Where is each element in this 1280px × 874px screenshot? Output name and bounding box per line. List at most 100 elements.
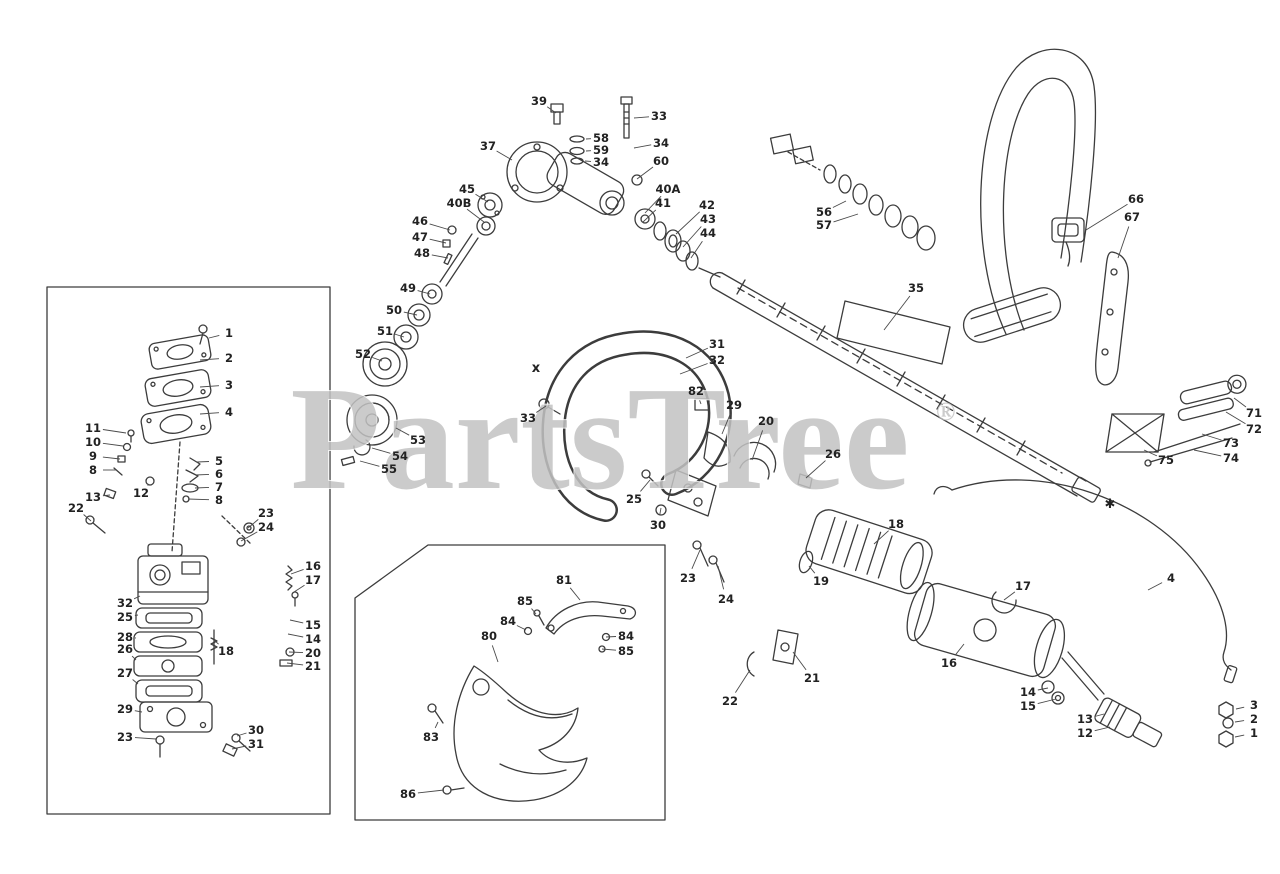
callout-label-21: 21	[305, 659, 321, 673]
leader-line-4	[199, 412, 220, 415]
callout-label-14: 14	[1020, 685, 1036, 699]
callout-label-58: 58	[593, 131, 609, 145]
tool-kit	[1105, 374, 1247, 467]
callout-label-29: 29	[117, 702, 133, 716]
callout-label-24: 24	[718, 592, 734, 606]
leader-line-34	[633, 144, 652, 149]
leader-line-25	[640, 479, 651, 492]
callout-label-23: 23	[680, 571, 696, 585]
leader-line-30	[659, 507, 662, 516]
callout-label-44: 44	[700, 226, 716, 240]
leader-line-19	[808, 565, 816, 574]
callout-label-40B: 40B	[447, 196, 472, 210]
carburetor-box-border	[46, 286, 331, 815]
leader-line-27	[132, 679, 139, 685]
callout-label-24: 24	[258, 520, 274, 534]
leader-line-8	[187, 498, 210, 501]
gear-head-assembly	[340, 96, 721, 467]
callout-label-18: 18	[218, 644, 234, 658]
debris-shield-box	[354, 544, 666, 821]
leader-line-17	[1003, 591, 1016, 601]
leader-line-6	[194, 473, 210, 476]
leader-line-81	[569, 587, 581, 601]
leader-line-35	[883, 295, 911, 331]
leader-line-29	[721, 414, 731, 435]
callout-label-14: 14	[305, 632, 321, 646]
callout-label-9: 9	[89, 449, 97, 463]
handle-tube-inner	[543, 332, 730, 520]
leader-line-51	[394, 333, 405, 338]
leader-line-45	[475, 193, 489, 203]
leader-line-3	[199, 385, 220, 388]
leader-line-22	[735, 669, 751, 693]
callout-label-39: 39	[531, 94, 547, 108]
callout-label-20: 20	[758, 414, 774, 428]
leader-line-74	[1193, 449, 1222, 457]
leader-line-50	[403, 311, 418, 316]
leader-line-54	[371, 447, 391, 454]
leader-line-14	[1037, 687, 1049, 691]
leader-line-75	[1143, 449, 1158, 457]
leader-line-17	[293, 584, 305, 593]
callout-label-86: 86	[400, 787, 416, 801]
leader-line-56	[832, 200, 847, 208]
shield-bracket	[545, 601, 637, 635]
callout-leader-lines	[83, 106, 1247, 794]
leader-line-29	[134, 710, 143, 713]
callout-label-3: 3	[225, 378, 233, 392]
callout-label-46: 46	[412, 214, 428, 228]
carburetor-body	[137, 555, 209, 605]
callout-label-41: 41	[655, 196, 671, 210]
callout-label-80: 80	[481, 629, 497, 643]
leader-line-32	[679, 363, 708, 375]
gearbox-flange	[506, 141, 568, 203]
leader-line-40A	[644, 195, 662, 214]
leader-line-60	[636, 166, 654, 180]
callout-label-8: 8	[215, 493, 223, 507]
leader-line-83	[434, 721, 439, 729]
leader-line-10	[102, 442, 124, 447]
clutch-washer-set	[769, 133, 936, 251]
leader-line-73	[1201, 433, 1222, 441]
leader-line-84	[516, 625, 527, 631]
shaft-coupler	[1094, 697, 1142, 738]
callout-label-81: 81	[556, 573, 572, 587]
leader-line-84	[605, 636, 617, 638]
callout-label-50: 50	[386, 303, 402, 317]
callout-label-3: 3	[1250, 698, 1258, 712]
callout-label-25: 25	[117, 610, 133, 624]
callout-label-17: 17	[1015, 579, 1031, 593]
leader-line-48	[431, 254, 449, 259]
clutch-housing	[913, 582, 1057, 678]
callout-label-8: 8	[89, 463, 97, 477]
leader-line-41	[642, 209, 657, 223]
callout-label-16: 16	[305, 559, 321, 573]
leader-line-4	[1147, 582, 1163, 591]
callout-label-60: 60	[653, 154, 669, 168]
leader-line-25	[134, 614, 139, 616]
watermark: PartsTree ®	[289, 356, 955, 522]
leader-line-12	[1094, 726, 1111, 732]
callout-label-74: 74	[1223, 451, 1239, 465]
callout-label-7: 7	[215, 480, 223, 494]
leader-line-15	[289, 619, 304, 624]
annotation-x: x	[532, 361, 541, 376]
leader-line-31	[231, 745, 247, 750]
handle-mount-plate	[667, 469, 717, 517]
leader-line-71	[1233, 397, 1247, 408]
callout-label-33: 33	[651, 109, 667, 123]
callout-label-82: 82	[688, 384, 704, 398]
watermark-text: PartsTree	[290, 357, 909, 521]
leader-line-23	[247, 519, 259, 529]
callout-label-34: 34	[653, 136, 669, 150]
harness-buckle	[1051, 217, 1085, 243]
callout-label-84: 84	[500, 614, 516, 628]
callout-label-23: 23	[117, 730, 133, 744]
leader-line-55	[359, 460, 380, 467]
leader-line-23	[134, 737, 157, 740]
leader-line-33	[633, 116, 650, 119]
callout-label-23: 23	[258, 506, 274, 520]
